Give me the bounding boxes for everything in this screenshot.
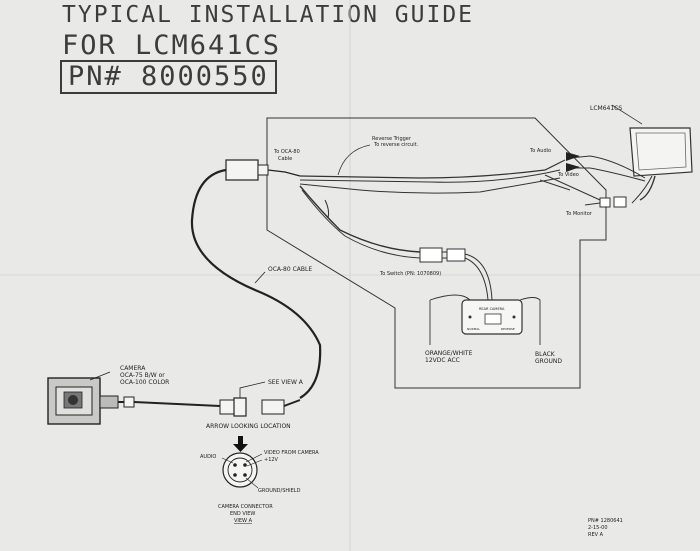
arrow-looking-label: ARROW LOOKING LOCATION (206, 423, 291, 430)
to-monitor-label: To Monitor (565, 211, 593, 217)
lcm641cs-monitor (611, 104, 693, 177)
connector-end-view-label: END VIEW (230, 511, 255, 517)
reverse-text: REVERSE (501, 327, 515, 331)
rear-camera-switch (429, 294, 541, 345)
guide-title: TYPICAL INSTALLATION GUIDE (62, 2, 475, 28)
monitor-label: LCM641CS (590, 105, 622, 112)
camera-model-bw: OCA-75 B/W or (120, 372, 165, 379)
to-oca80-label-2: Cable (278, 156, 292, 162)
rear-camera-text: REAR CAMERA (479, 307, 505, 311)
view-a-label: VIEW A (234, 518, 253, 524)
orange-white-acc-label: 12VDC ACC (425, 357, 460, 364)
reverse-trigger-desc: To reverse circuit. (373, 142, 419, 148)
connector-end-view (221, 452, 263, 489)
pin-audio-label: AUDIO (200, 454, 216, 460)
monitor-harness (566, 152, 656, 208)
ground-label: GROUND (535, 358, 562, 365)
reverse-trigger-label: Reverse Trigger (372, 136, 412, 142)
to-audio-label: To Audio (529, 148, 551, 154)
oca80-cable-label: OCA-80 CABLE (268, 266, 312, 273)
pin-12v-label: +12V (264, 457, 279, 463)
footer-part-number: PN# 1280641 (588, 518, 623, 524)
footer-date: 2-15-00 (588, 525, 608, 531)
model-title: FOR LCM641CS (62, 30, 282, 61)
pin-ground-label: GROUND/SHIELD (258, 488, 301, 494)
main-harness (299, 144, 601, 259)
oca80-cable (190, 159, 322, 399)
orange-white-wire-label: ORANGE/WHITE (425, 350, 473, 357)
camera-label: CAMERA (120, 365, 146, 372)
arrow-down-icon (233, 436, 248, 452)
connector-title: CAMERA CONNECTOR (218, 504, 273, 510)
pin-video-label: VIDEO FROM CAMERA (264, 450, 319, 456)
rear-camera (47, 371, 221, 425)
camera-connector-inline (219, 381, 301, 417)
to-oca80-label: To OCA-80 (273, 149, 300, 155)
see-view-a-label: SEE VIEW A (268, 379, 304, 386)
to-video-label: To Video (557, 172, 579, 178)
normal-text: NORMAL (467, 327, 480, 331)
footer-revision: REV A (588, 532, 604, 538)
switch-connector (419, 247, 493, 301)
to-switch-label: To Switch (PN: 1070809) (379, 271, 441, 277)
part-number-box: PN# 8000550 (60, 60, 277, 94)
black-wire-label: BLACK (535, 351, 556, 358)
camera-model-color: OCA-100 COLOR (120, 379, 169, 386)
